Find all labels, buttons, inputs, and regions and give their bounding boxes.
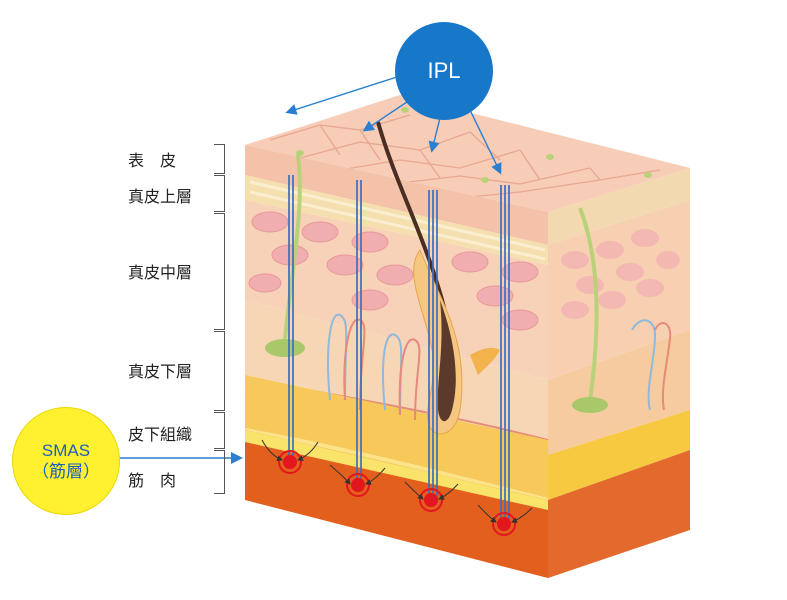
bracket-epidermis (214, 144, 225, 174)
layer-label-epidermis: 表 皮 (128, 151, 177, 170)
front-face (244, 145, 549, 578)
smas-badge: SMAS （筋層） (12, 407, 120, 515)
bracket-middle-dermis (214, 213, 225, 330)
top-face (245, 95, 690, 212)
focal-point (278, 450, 302, 474)
ipl-label: IPL (427, 58, 461, 83)
ipl-badge: IPL (395, 22, 493, 120)
side-face (548, 168, 690, 578)
bracket-upper-dermis (214, 175, 225, 212)
layer-label-middle-dermis: 真皮中層 (128, 263, 193, 282)
energy-columns (286, 175, 510, 525)
bracket-muscle (214, 450, 225, 494)
focal-points (261, 439, 533, 536)
ipl-arrows (285, 75, 502, 175)
focal-point (419, 488, 443, 512)
bracket-subcutis (214, 412, 225, 449)
smas-label-line2: （筋層） (32, 462, 100, 481)
focal-point (346, 473, 370, 497)
layer-label-upper-dermis: 真皮上層 (128, 187, 193, 206)
focal-point (492, 512, 516, 536)
layer-label-lower-dermis: 真皮下層 (128, 362, 193, 381)
layer-label-subcutis: 皮下組織 (128, 425, 193, 444)
bracket-lower-dermis (214, 331, 225, 411)
layer-label-muscle: 筋 肉 (128, 471, 177, 490)
smas-label-line1: SMAS (41, 441, 91, 460)
